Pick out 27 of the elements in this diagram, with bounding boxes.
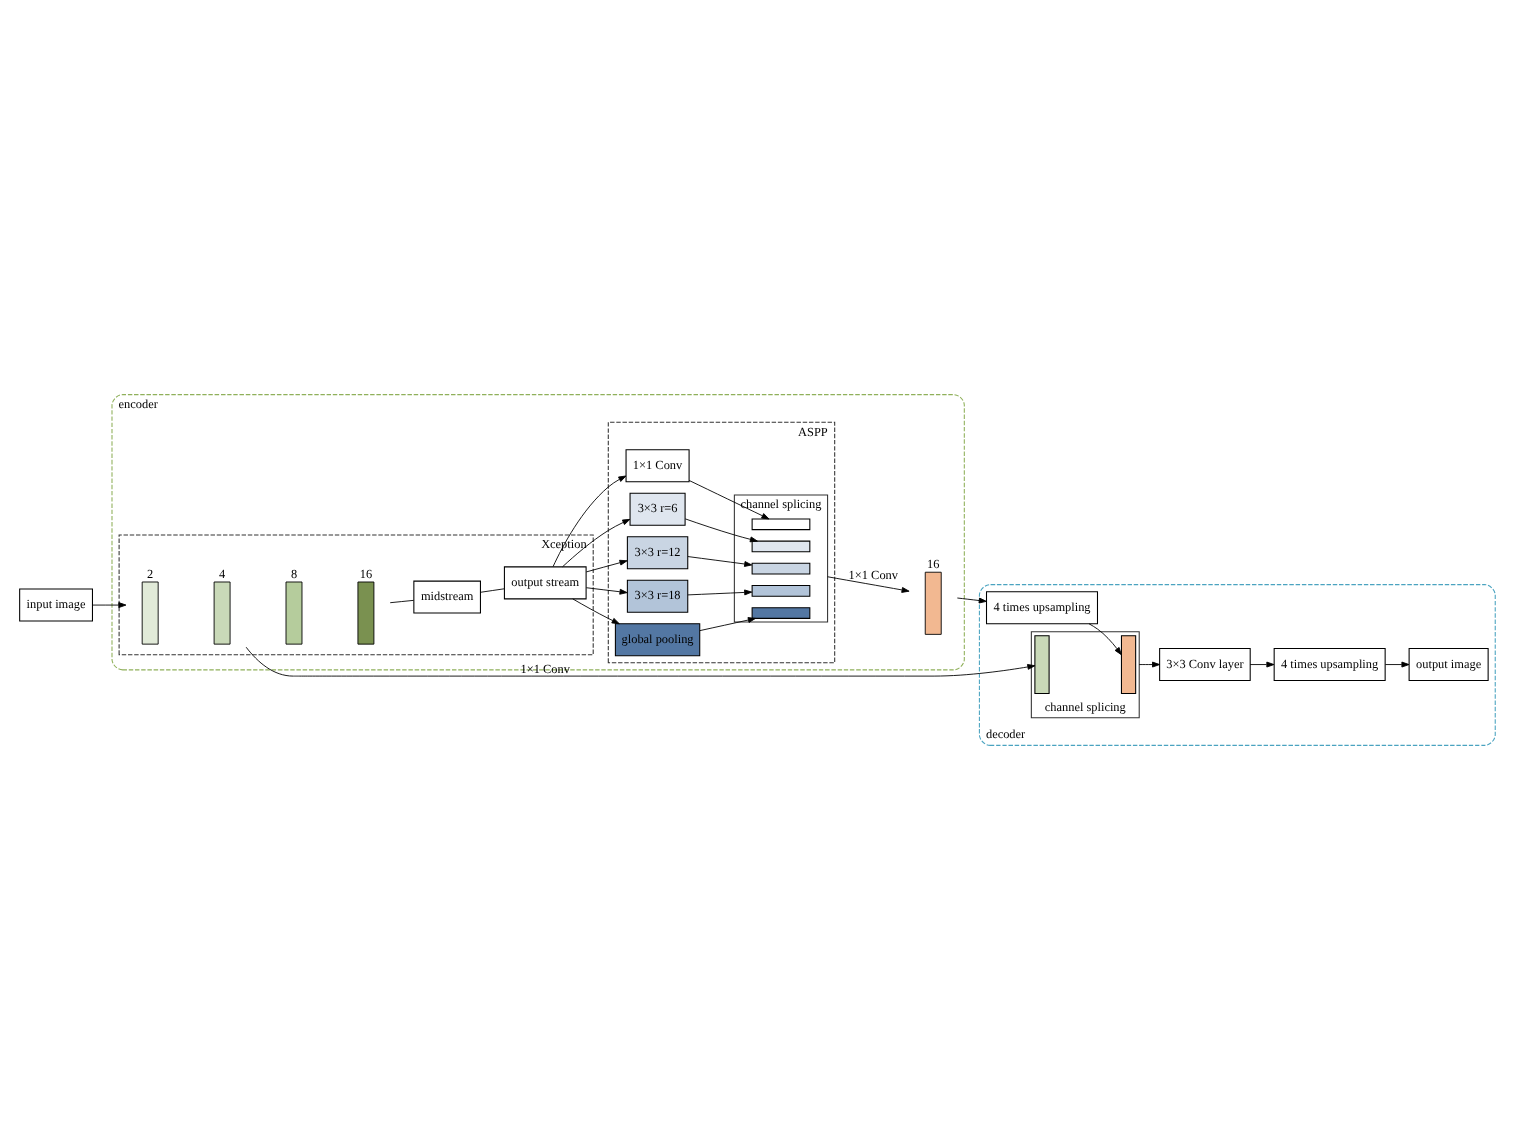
connector <box>389 598 415 603</box>
node-bar <box>751 517 811 530</box>
node-bar <box>751 561 811 574</box>
arrow <box>956 596 987 603</box>
node-bar <box>751 606 811 618</box>
arrow <box>687 588 753 595</box>
arrow <box>1138 660 1161 667</box>
connector <box>480 587 505 592</box>
arrow <box>688 479 770 519</box>
node-bar <box>751 584 811 596</box>
arrow <box>92 601 127 607</box>
arrow <box>827 575 910 592</box>
arrow <box>585 558 628 572</box>
arrow <box>684 517 758 542</box>
arrow <box>1384 660 1410 667</box>
node-bar <box>1034 634 1050 693</box>
arrow <box>699 616 756 631</box>
arrow <box>687 555 753 566</box>
arrow <box>552 474 627 566</box>
arrow <box>1088 622 1122 655</box>
arrow <box>562 517 631 567</box>
arrow <box>1249 660 1275 667</box>
arrow <box>585 586 628 594</box>
arrow <box>245 645 1036 676</box>
arrow <box>572 597 620 624</box>
node-bar <box>751 539 811 552</box>
node-bar <box>1120 634 1137 693</box>
